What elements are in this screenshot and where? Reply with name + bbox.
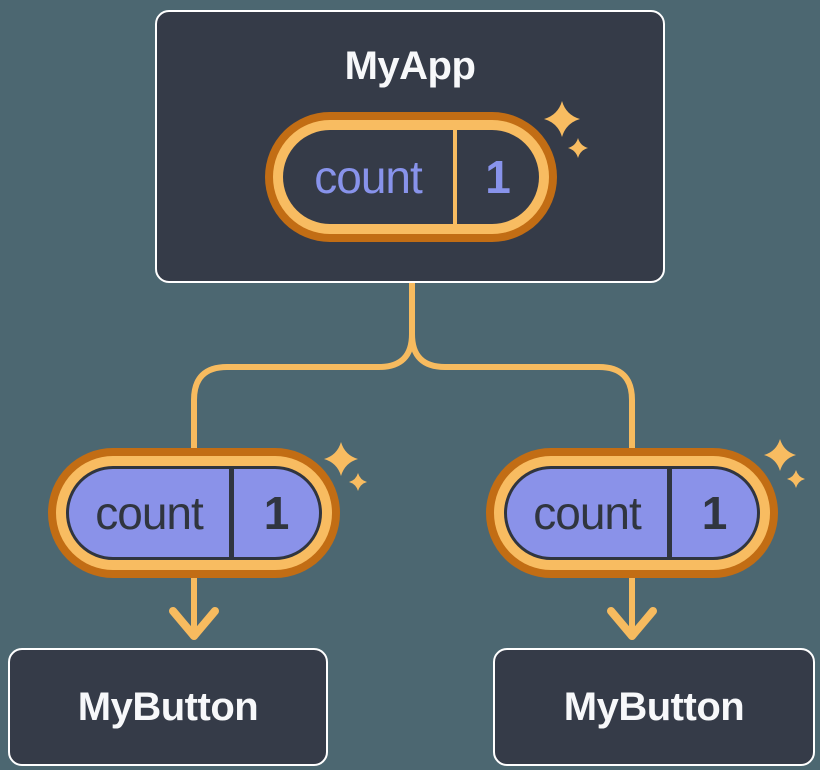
prop-pill-body: count 1	[66, 466, 322, 560]
sparkle-big-icon	[324, 442, 358, 476]
prop-value-label: 1	[701, 487, 728, 539]
state-value-label: 1	[485, 151, 511, 203]
node-mybutton-right: MyButton	[493, 648, 815, 766]
node-mybutton-left: MyButton	[8, 648, 328, 766]
node-title: MyApp	[344, 44, 476, 88]
prop-value-label: 1	[263, 487, 290, 539]
prop-pill-ring: count 1	[494, 456, 770, 570]
state-pill-root: count 1	[265, 112, 557, 242]
prop-pill-right: count 1	[486, 448, 778, 578]
sparkle-small-icon	[787, 470, 805, 488]
prop-pill-body: count 1	[504, 466, 760, 560]
node-title: MyButton	[563, 684, 745, 729]
prop-key-label: count	[533, 487, 642, 539]
prop-key-label: count	[95, 487, 204, 539]
node-title: MyButton	[77, 684, 259, 729]
pill-divider	[667, 469, 672, 557]
sparkle-small-icon	[349, 473, 367, 491]
state-pill-body: count 1	[283, 130, 539, 224]
prop-pill-left: count 1	[48, 448, 340, 578]
sparkle-big-icon	[764, 439, 796, 471]
arrow-down-icon	[169, 607, 219, 640]
state-key-label: count	[314, 151, 423, 203]
state-pill-ring: count 1	[273, 120, 549, 234]
prop-pill-ring: count 1	[56, 456, 332, 570]
arrow-down-icon	[607, 607, 657, 640]
pill-divider	[453, 130, 457, 224]
